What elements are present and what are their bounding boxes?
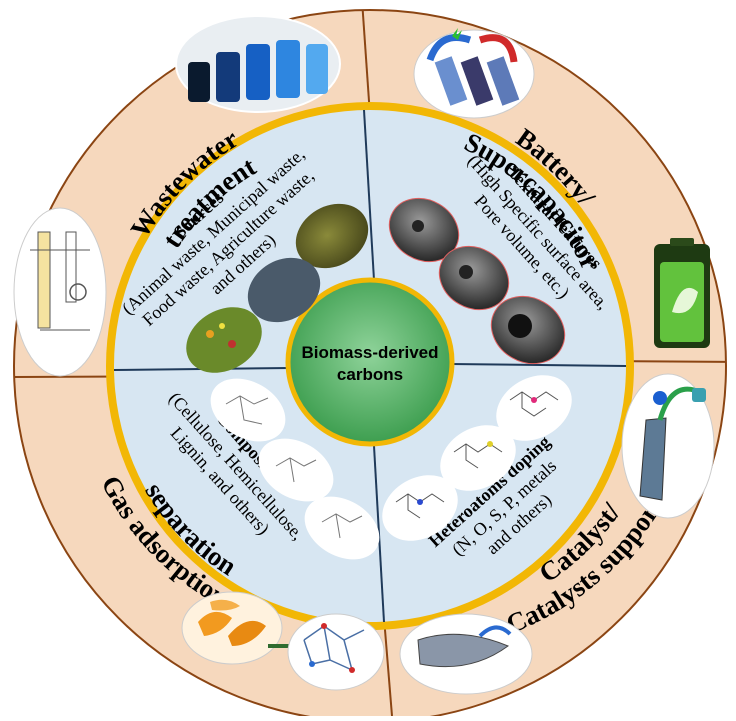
cellulose-structure-icon — [210, 378, 380, 560]
molecule-network-icon — [287, 613, 385, 691]
column-setup-icon — [13, 207, 107, 377]
orange-peel-icon — [181, 591, 283, 665]
center-circle — [285, 277, 455, 447]
porous-sem-icon — [388, 197, 566, 365]
center-label-line1: Biomass-derived — [302, 343, 439, 362]
center-label-line2: carbons — [337, 365, 403, 384]
graphene-catalyst-icon — [399, 613, 533, 695]
doped-graphene-icon — [382, 375, 572, 541]
biomass-photo-icon — [186, 203, 369, 373]
bottles-photo-icon — [175, 15, 341, 113]
electrode-battery-icon — [413, 28, 535, 119]
inner-divider-right — [449, 363, 627, 367]
green-battery-icon — [654, 238, 710, 348]
catalyst-tube-icon — [621, 373, 715, 519]
inner-divider-top — [363, 109, 375, 281]
